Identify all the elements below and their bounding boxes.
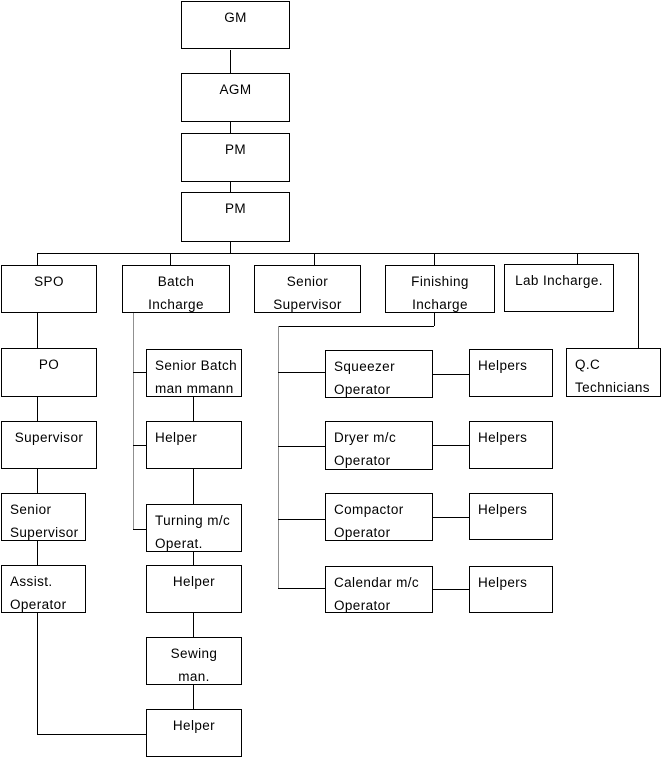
node-senior-supervisor-mid: Senior Supervisor bbox=[254, 265, 361, 313]
node-turning-operator: Turning m/c Operat. bbox=[146, 504, 242, 552]
connector-line bbox=[433, 589, 469, 590]
node-helper-3: Helper bbox=[146, 709, 242, 757]
connector-line bbox=[278, 326, 434, 327]
connector-line bbox=[37, 613, 38, 734]
node-label: Senior Batch man mmann bbox=[155, 358, 238, 396]
node-label: Helper bbox=[172, 574, 216, 589]
node-label: Lab Incharge. bbox=[515, 273, 603, 288]
node-label: Senior Supervisor bbox=[273, 274, 342, 312]
connector-line bbox=[230, 182, 231, 192]
connector-line bbox=[37, 253, 38, 265]
node-label: Q.C Technicians bbox=[575, 357, 650, 395]
trunk-connector-line bbox=[278, 326, 279, 589]
connector-line bbox=[278, 372, 325, 373]
node-label: PM bbox=[224, 201, 247, 216]
node-calendar-operator: Calendar m/c Operator bbox=[325, 566, 433, 613]
connector-line bbox=[230, 122, 231, 133]
node-pm2: PM bbox=[181, 192, 290, 242]
connector-line bbox=[433, 517, 469, 518]
connector-line bbox=[133, 529, 146, 530]
connector-line bbox=[193, 397, 194, 421]
trunk-connector-line bbox=[133, 313, 134, 529]
connector-line bbox=[37, 734, 146, 735]
node-qc-technicians: Q.C Technicians bbox=[566, 348, 661, 397]
connector-line bbox=[37, 397, 38, 421]
connector-line bbox=[37, 253, 639, 254]
node-helpers-3: Helpers bbox=[469, 493, 553, 540]
node-pm1: PM bbox=[181, 133, 290, 182]
node-label: Supervisor bbox=[14, 430, 84, 445]
connector-line bbox=[37, 469, 38, 493]
connector-line bbox=[230, 50, 231, 73]
node-label: Helpers bbox=[478, 430, 528, 445]
node-label: Helpers bbox=[478, 502, 528, 517]
node-label: Turning m/c Operat. bbox=[155, 513, 231, 551]
node-label: Sewing man. bbox=[170, 646, 218, 684]
node-label: Compactor Operator bbox=[334, 502, 404, 540]
node-label: Batch Incharge bbox=[148, 274, 204, 312]
node-finishing-incharge: Finishing Incharge bbox=[385, 265, 495, 313]
node-po: PO bbox=[1, 348, 97, 397]
node-senior-supervisor-left: Senior Supervisor bbox=[1, 493, 86, 541]
node-senior-batchman: Senior Batch man mmann bbox=[146, 349, 242, 397]
node-helper-2: Helper bbox=[146, 565, 242, 613]
connector-line bbox=[278, 588, 325, 589]
connector-line bbox=[577, 253, 578, 264]
node-label: Calendar m/c Operator bbox=[334, 575, 420, 613]
connector-line bbox=[278, 446, 325, 447]
node-label: SPO bbox=[34, 274, 64, 289]
node-label: Squeezer Operator bbox=[334, 359, 395, 397]
connector-line bbox=[193, 469, 194, 504]
node-helpers-4: Helpers bbox=[469, 566, 553, 613]
connector-line bbox=[133, 445, 146, 446]
node-label: PO bbox=[38, 357, 60, 372]
node-label: Dryer m/c Operator bbox=[334, 430, 397, 468]
node-label: Helper bbox=[172, 718, 216, 733]
node-label: Helpers bbox=[478, 358, 528, 373]
node-agm: AGM bbox=[181, 73, 290, 122]
connector-line bbox=[37, 541, 38, 565]
node-dryer-operator: Dryer m/c Operator bbox=[325, 421, 433, 470]
node-batch-incharge: Batch Incharge bbox=[122, 265, 230, 313]
node-gm: GM bbox=[181, 1, 290, 49]
connector-line bbox=[434, 313, 435, 326]
connector-line bbox=[433, 445, 469, 446]
connector-line bbox=[193, 613, 194, 637]
node-label: PM bbox=[224, 142, 247, 157]
connector-line bbox=[170, 253, 171, 265]
node-label: Helper bbox=[155, 430, 198, 445]
connector-line bbox=[37, 313, 38, 348]
connector-line bbox=[314, 253, 315, 265]
connector-line bbox=[278, 519, 325, 520]
connector-line bbox=[230, 242, 231, 253]
connector-line bbox=[434, 253, 435, 265]
node-sewing-man: Sewing man. bbox=[146, 637, 242, 685]
node-helper-1: Helper bbox=[146, 421, 242, 469]
node-lab-incharge: Lab Incharge. bbox=[504, 264, 614, 312]
node-supervisor: Supervisor bbox=[1, 421, 97, 469]
node-spo: SPO bbox=[1, 265, 97, 313]
node-label: Assist. Operator bbox=[10, 574, 67, 612]
connector-line bbox=[193, 552, 194, 565]
node-label: Helpers bbox=[478, 575, 528, 590]
node-label: Finishing Incharge bbox=[411, 274, 469, 312]
connector-line bbox=[638, 253, 639, 348]
node-compactor-operator: Compactor Operator bbox=[325, 493, 433, 541]
connector-line bbox=[193, 685, 194, 709]
node-squeezer-operator: Squeezer Operator bbox=[325, 350, 433, 398]
connector-line bbox=[133, 372, 146, 373]
node-label: GM bbox=[224, 10, 247, 25]
connector-line bbox=[433, 374, 469, 375]
node-helpers-2: Helpers bbox=[469, 421, 553, 469]
node-assist-operator: Assist. Operator bbox=[1, 565, 86, 613]
node-helpers-1: Helpers bbox=[469, 349, 553, 397]
node-label: Senior Supervisor bbox=[10, 502, 79, 540]
node-label: AGM bbox=[219, 82, 252, 97]
